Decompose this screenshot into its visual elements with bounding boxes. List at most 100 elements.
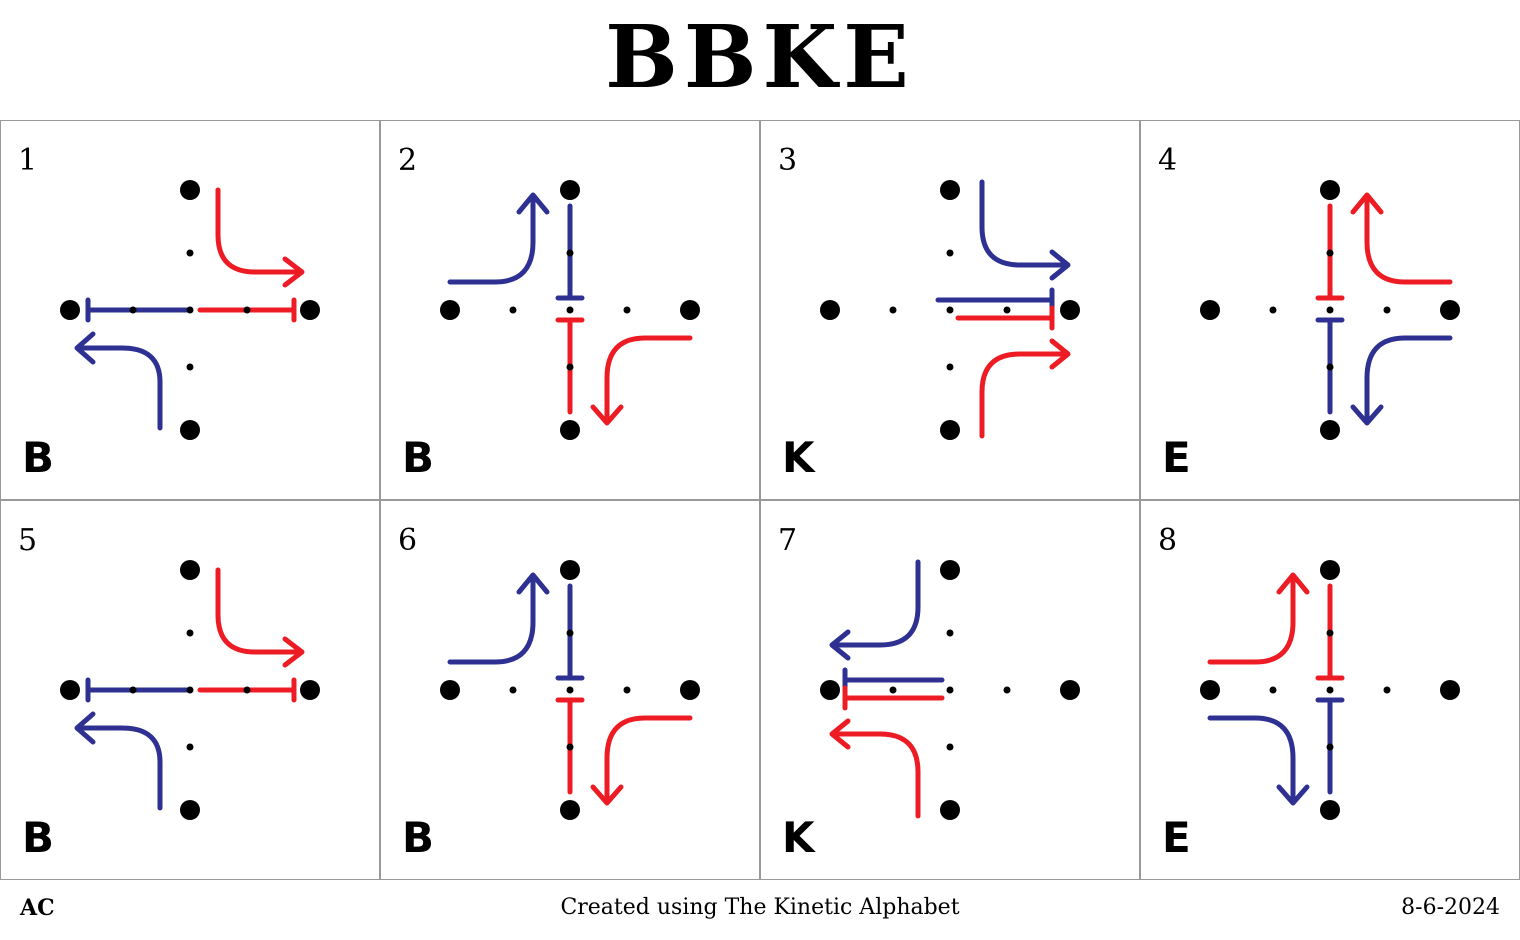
small-dot xyxy=(186,363,194,371)
big-dot xyxy=(820,680,840,700)
panel-border xyxy=(760,500,1140,880)
big-dot xyxy=(180,180,200,200)
red-bar xyxy=(842,685,945,711)
author-initials: AC xyxy=(20,895,55,921)
big-dot xyxy=(560,420,580,440)
small-dot xyxy=(566,363,574,371)
small-dot xyxy=(1326,686,1334,694)
red-arrow xyxy=(829,718,921,819)
big-dot xyxy=(680,300,700,320)
panel-number: 1 xyxy=(18,143,37,178)
small-dot xyxy=(186,629,194,637)
date-text: 8-6-2024 xyxy=(1401,895,1500,920)
panel-border xyxy=(380,120,760,500)
small-dot xyxy=(243,686,251,694)
small-dot xyxy=(509,686,517,694)
small-dot xyxy=(566,686,574,694)
panel-1: 1B xyxy=(0,120,380,500)
small-dot xyxy=(1383,686,1391,694)
small-dot xyxy=(1269,686,1277,694)
small-dot xyxy=(129,686,137,694)
blue-bar xyxy=(85,677,193,703)
page-title: BBKE xyxy=(605,7,915,108)
small-dot xyxy=(1326,306,1334,314)
panel-letter: B xyxy=(22,813,54,862)
panel-7: 7K xyxy=(760,500,1140,880)
small-dot xyxy=(623,306,631,314)
blue-bar xyxy=(935,287,1055,313)
red-arrow xyxy=(215,567,305,668)
small-dot xyxy=(946,629,954,637)
panel-number: 4 xyxy=(1158,143,1177,178)
panel-number: 3 xyxy=(778,143,797,178)
big-dot xyxy=(940,180,960,200)
small-dot xyxy=(1326,629,1334,637)
blue-arrow xyxy=(447,192,550,285)
big-dot xyxy=(180,800,200,820)
big-dot xyxy=(1060,300,1080,320)
small-dot xyxy=(1326,249,1334,257)
small-dot xyxy=(946,306,954,314)
panel-letter: K xyxy=(782,433,816,482)
small-dot xyxy=(1003,686,1011,694)
panel-8: 8E xyxy=(1140,500,1520,880)
small-dot xyxy=(1326,743,1334,751)
small-dot xyxy=(946,363,954,371)
panel-number: 7 xyxy=(778,523,797,558)
panel-number: 6 xyxy=(398,523,417,558)
big-dot xyxy=(560,560,580,580)
blue-arrow xyxy=(447,572,550,665)
big-dot xyxy=(1440,680,1460,700)
blue-arrow xyxy=(1207,715,1310,806)
big-dot xyxy=(1320,420,1340,440)
big-dot xyxy=(680,680,700,700)
big-dot xyxy=(1200,680,1220,700)
small-dot xyxy=(1269,306,1277,314)
big-dot xyxy=(1440,300,1460,320)
big-dot xyxy=(440,300,460,320)
small-dot xyxy=(1003,306,1011,314)
big-dot xyxy=(940,800,960,820)
small-dot xyxy=(889,306,897,314)
big-dot xyxy=(1320,180,1340,200)
panel-border xyxy=(380,500,760,880)
panel-number: 5 xyxy=(18,523,37,558)
small-dot xyxy=(623,686,631,694)
small-dot xyxy=(186,686,194,694)
blue-arrow xyxy=(1350,335,1453,426)
small-dot xyxy=(566,629,574,637)
blue-arrow xyxy=(74,331,163,431)
small-dot xyxy=(1326,363,1334,371)
panel-letter: K xyxy=(782,813,816,862)
red-arrow xyxy=(215,187,305,288)
red-arrow xyxy=(590,715,693,806)
small-dot xyxy=(243,306,251,314)
panel-2: 2B xyxy=(380,120,760,500)
small-dot xyxy=(946,686,954,694)
blue-arrow xyxy=(829,559,921,661)
small-dot xyxy=(509,306,517,314)
red-arrow xyxy=(590,335,693,426)
panel-4: 4E xyxy=(1140,120,1520,500)
panel-6: 6B xyxy=(380,500,760,880)
blue-arrow xyxy=(979,179,1071,281)
small-dot xyxy=(566,743,574,751)
red-arrow xyxy=(979,338,1071,439)
big-dot xyxy=(1060,680,1080,700)
small-dot xyxy=(1383,306,1391,314)
big-dot xyxy=(940,420,960,440)
panel-number: 2 xyxy=(398,143,417,178)
big-dot xyxy=(300,680,320,700)
small-dot xyxy=(946,743,954,751)
red-arrow xyxy=(1207,572,1310,665)
big-dot xyxy=(60,300,80,320)
panel-letter: B xyxy=(402,433,434,482)
big-dot xyxy=(300,300,320,320)
big-dot xyxy=(180,420,200,440)
small-dot xyxy=(566,306,574,314)
panel-letter: B xyxy=(402,813,434,862)
panel-border xyxy=(0,500,380,880)
panel-letter: B xyxy=(22,433,54,482)
big-dot xyxy=(1200,300,1220,320)
panel-number: 8 xyxy=(1158,523,1177,558)
